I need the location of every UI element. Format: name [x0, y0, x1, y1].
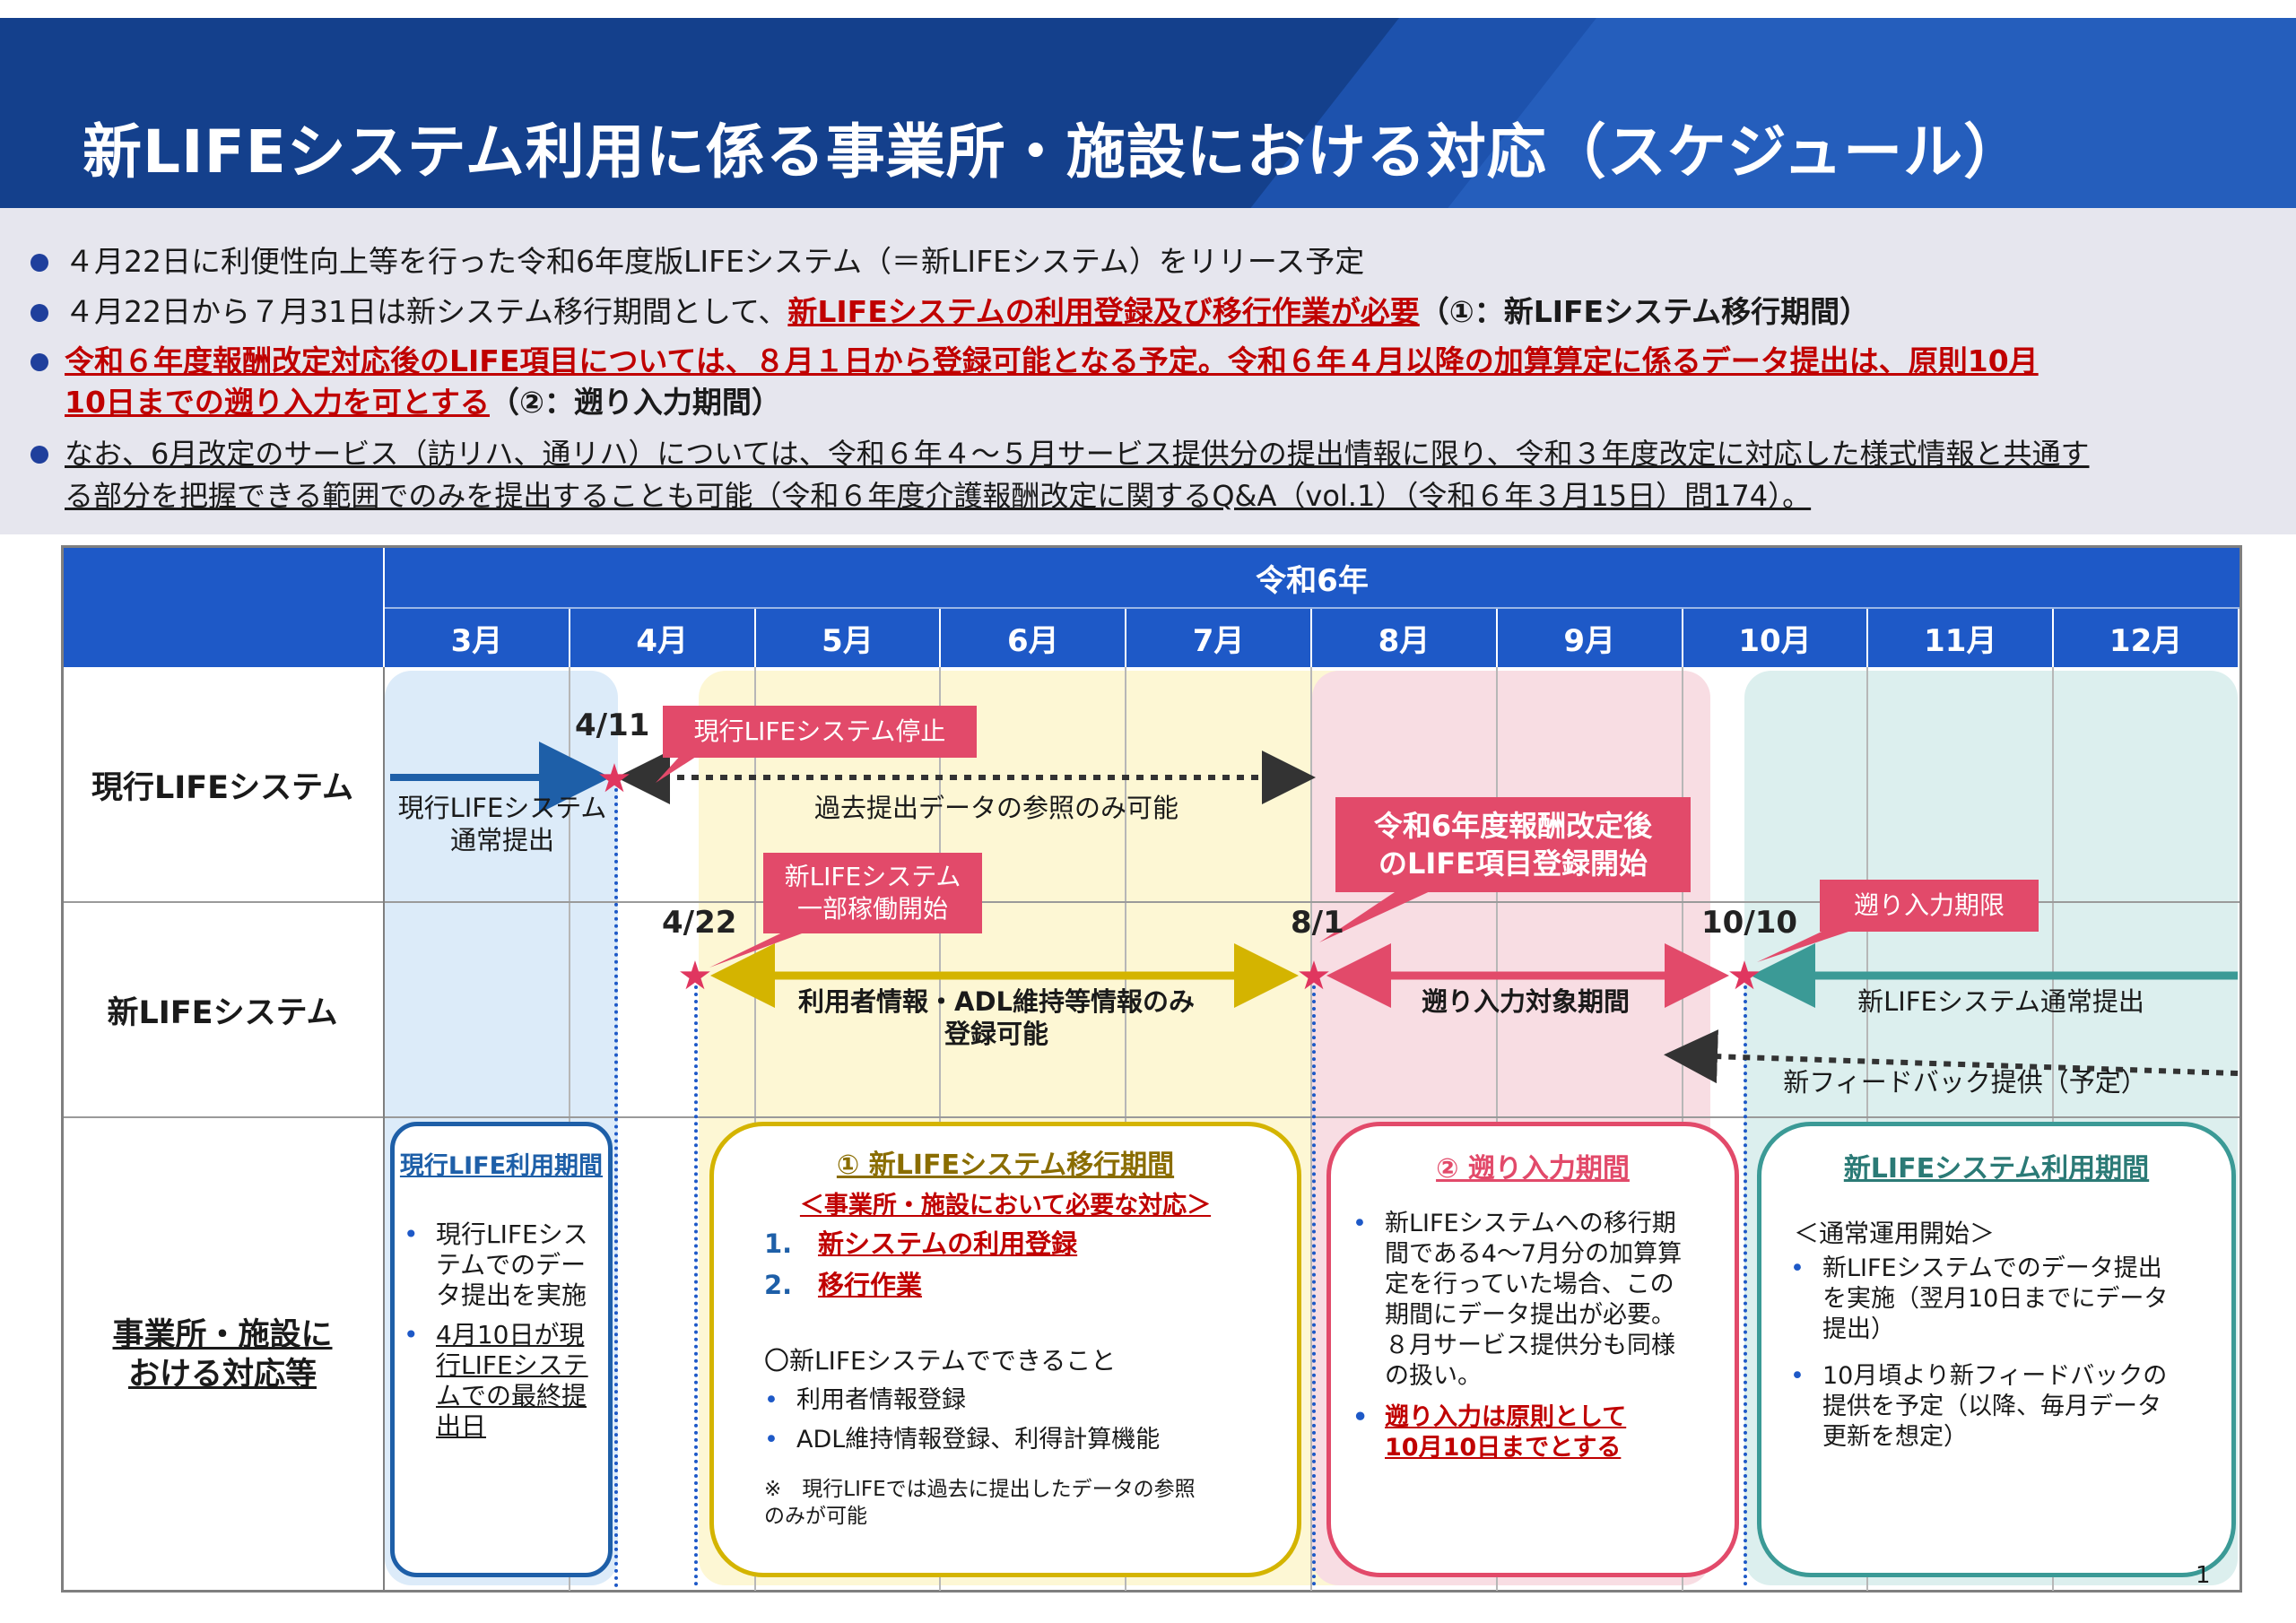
new-intro: ＜通常運用開始＞ [1794, 1219, 1996, 1248]
label-new-normal: 新LIFEシステム通常提出 [1857, 986, 2144, 1017]
marker-411 [614, 781, 618, 1588]
callout-deadline: 遡り入力期限 [1820, 880, 2039, 932]
month-header: 3月 [385, 609, 569, 667]
month-header: 11月 [1868, 609, 2053, 667]
date-1010: 10/10 [1701, 905, 1798, 941]
row-label-current: 現行LIFEシステム [91, 770, 354, 806]
star-1010-icon: ★ [1726, 953, 1762, 999]
migration-note: ※ 現行LIFEでは過去に提出したデータの参照のみが可能 [764, 1478, 1196, 1528]
page-title: 新LIFEシステム利用に係る事業所・施設における対応（スケジュール） [83, 117, 2024, 187]
star-81-icon: ★ [1296, 953, 1332, 999]
label-adl-only: 利用者情報・ADL維持等情報のみ登録可能 [798, 986, 1195, 1049]
new-list: • 新LIFEシステムでのデータ提出を実施（翌月10日までにデータ提出） • 1… [1790, 1254, 2169, 1451]
label-retro-target: 遡り入力対象期間 [1421, 986, 1630, 1017]
month-header: 10月 [1683, 609, 1867, 667]
migration-cando-heading: 〇新LIFEシステムでできること [764, 1346, 1117, 1376]
callout-partial-start: 新LIFEシステム一部稼働開始 [763, 853, 982, 933]
month-header: 7月 [1126, 609, 1310, 667]
current-list: •現行LIFEシステムでのデータ提出を実施 •4月10日が現行LIFEシステムで… [404, 1219, 588, 1441]
title-banner: 新LIFEシステム利用に係る事業所・施設における対応（スケジュール） [0, 18, 2296, 208]
marker-1010 [1744, 985, 1747, 1586]
row-label-facility: 事業所・施設における対応等 [112, 1317, 333, 1393]
box-migration-period: ① 新LIFEシステム移行期間 ＜事業所・施設において必要な対応＞ 1.新システ… [709, 1122, 1301, 1577]
date-81: 8/1 [1291, 905, 1344, 941]
month-header: 12月 [2054, 609, 2238, 667]
migration-cando-list: •利用者情報登録 •ADL維持情報登録、利得計算機能 [764, 1386, 1161, 1454]
retro-list: • 新LIFEシステムへの移行期間である4～7月分の加算算定を行っていた場合、こ… [1352, 1210, 1683, 1462]
marker-81 [1312, 985, 1316, 1586]
box-retro-period: ② 遡り入力期間 • 新LIFEシステムへの移行期間である4～7月分の加算算定を… [1326, 1122, 1739, 1577]
month-header: 8月 [1312, 609, 1496, 667]
month-header: 4月 [570, 609, 754, 667]
migration-subtitle: ＜事業所・施設において必要な対応＞ [799, 1192, 1212, 1219]
star-411-icon: ★ [596, 756, 632, 802]
month-header: 5月 [755, 609, 940, 667]
row-label-new: 新LIFEシステム [107, 994, 338, 1031]
migration-steps: 1.新システムの利用登録 2.移行作業 [764, 1228, 1078, 1300]
label-ref-only: 過去提出データの参照のみ可能 [813, 793, 1178, 823]
star-422-icon: ★ [677, 953, 713, 999]
label-current-normal: 現行LIFEシステム通常提出 [397, 793, 607, 855]
timeline-arrows [390, 742, 2239, 1084]
date-422: 4/22 [662, 905, 737, 941]
summary-bullets: ４月22日に利便性向上等を行った令和6年度版LIFEシステム（＝新LIFEシステ… [0, 208, 2296, 534]
page-number: 1 [2196, 1562, 2211, 1589]
callout-aug-start: 令和6年度報酬改定後のLIFE項目登録開始 [1335, 797, 1691, 892]
date-411: 4/11 [575, 707, 650, 743]
label-feedback: 新フィードバック提供（予定） [1783, 1067, 2147, 1098]
marker-422 [694, 985, 698, 1586]
year-header: 令和6年 [385, 548, 2239, 607]
month-header: 6月 [941, 609, 1126, 667]
box-current-period: 現行LIFE利用期間 •現行LIFEシステムでのデータ提出を実施 •4月10日が… [390, 1122, 613, 1577]
box-new-period: 新LIFEシステム利用期間 ＜通常運用開始＞ • 新LIFEシステムでのデータ提… [1757, 1122, 2236, 1577]
table-corner [64, 548, 383, 667]
callout-current-stop: 現行LIFEシステム停止 [663, 706, 977, 758]
month-header: 9月 [1497, 609, 1682, 667]
grid-line [1310, 667, 1312, 1591]
